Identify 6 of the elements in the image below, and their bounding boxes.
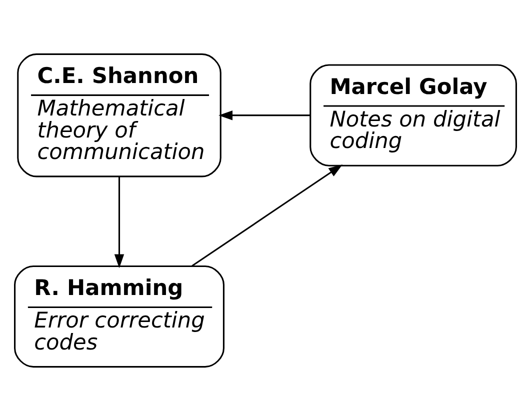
- node-box: R. Hamming Error correcting codes: [14, 264, 224, 368]
- node-box: C.E. Shannon Mathematical theory of communication: [17, 52, 222, 177]
- arrow: [192, 164, 343, 266]
- node-box: Marcel Golay Notes on digital coding: [310, 64, 517, 166]
- arrow: [114, 176, 124, 268]
- arrow: [218, 110, 310, 120]
